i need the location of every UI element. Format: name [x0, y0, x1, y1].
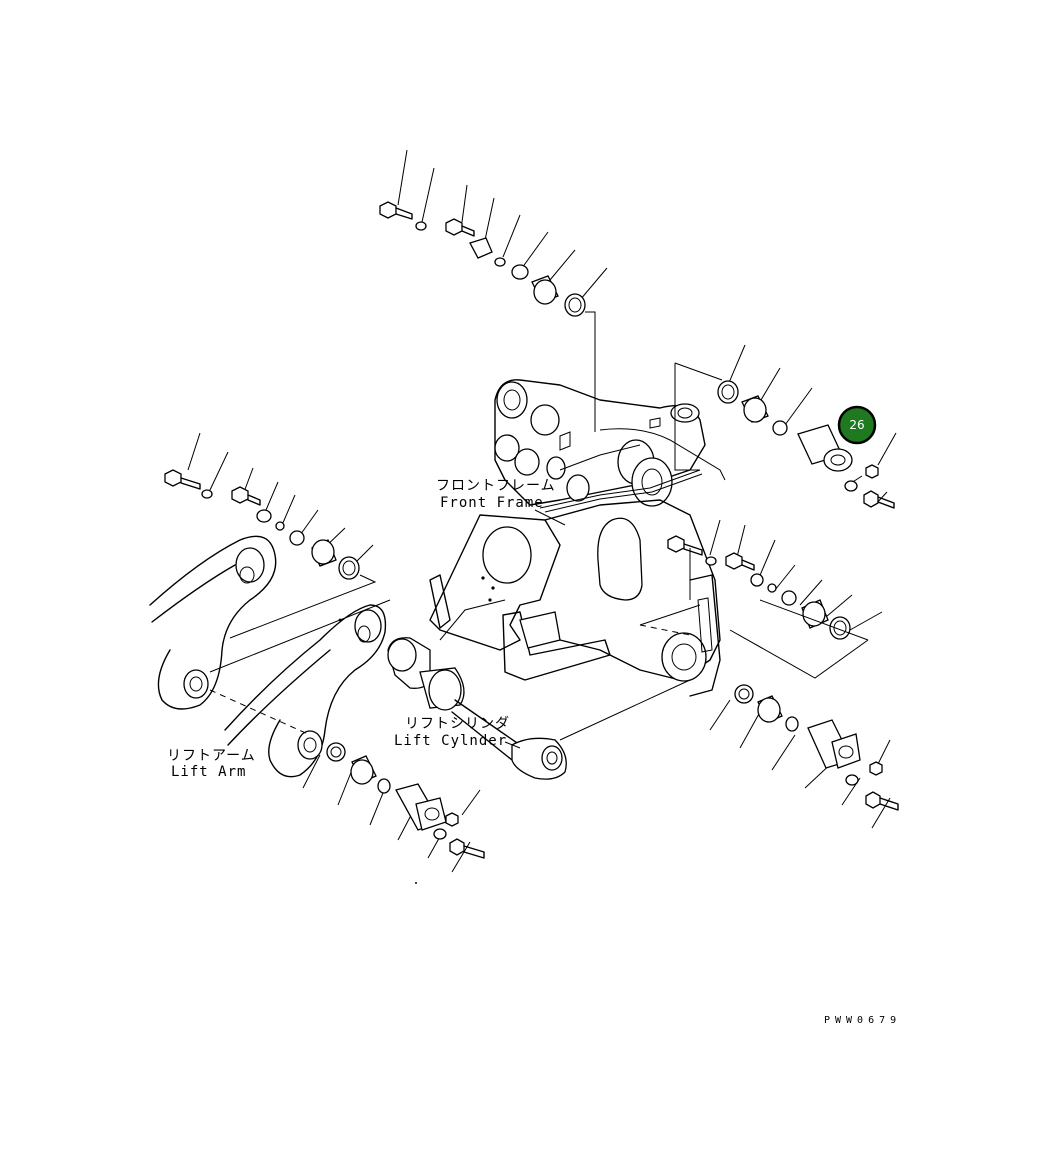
left-pin-assembly — [164, 432, 377, 639]
callout-26-badge[interactable] — [837, 405, 877, 445]
lift-arm-label: リフトアーム Lift Arm — [167, 748, 256, 780]
lift-cylinder-label-en: Lift Cylnder — [394, 733, 507, 749]
drawing-code: PWW0679 — [824, 1015, 901, 1026]
right-upper-pin-assembly — [674, 344, 897, 509]
front-frame — [429, 379, 726, 697]
lower-left-pin-assembly — [302, 742, 485, 884]
lift-cylinder-label: リフトシリンダ Lift Cylnder — [394, 716, 521, 749]
front-frame-label-jp: フロントフレーム — [436, 478, 556, 494]
lift-arm-label-en: Lift Arm — [171, 764, 246, 780]
lift-cylinder — [387, 599, 691, 780]
front-frame-label-en: Front Frame — [440, 495, 544, 511]
lift-cylinder-label-jp: リフトシリンダ — [405, 716, 510, 732]
lift-arm — [149, 535, 391, 778]
callout-26[interactable]: 26 — [837, 405, 877, 445]
front-frame-label: フロントフレーム Front Frame — [436, 478, 566, 526]
lift-arm-label-jp: リフトアーム — [167, 748, 256, 764]
callout-26-number[interactable]: 26 — [849, 418, 864, 432]
right-lower-pin-assembly — [709, 684, 899, 829]
right-middle-pin-assembly — [667, 519, 883, 679]
top-pin-assembly — [379, 149, 608, 432]
